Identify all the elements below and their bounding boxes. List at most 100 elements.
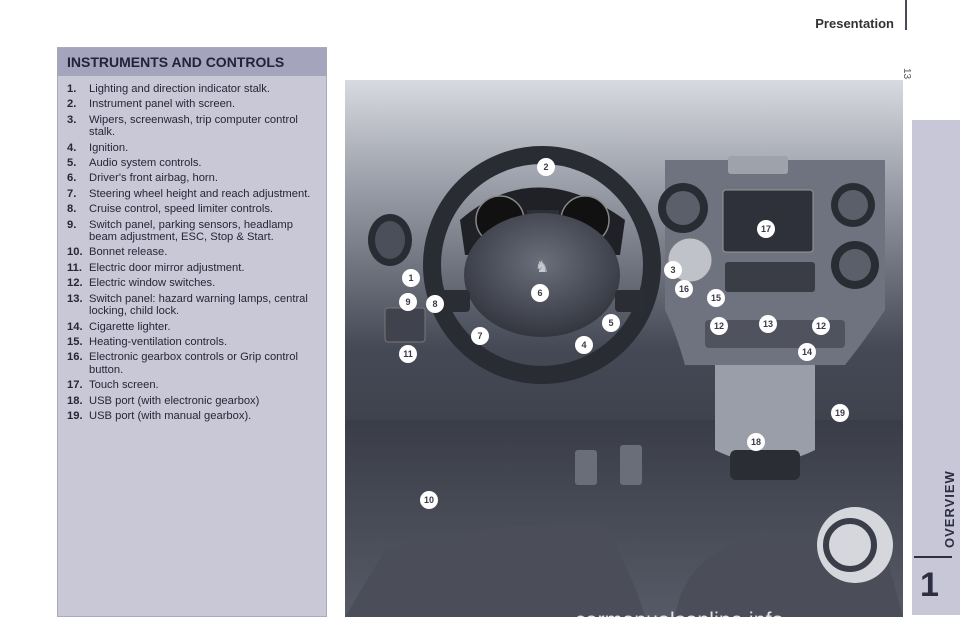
legend-item-text: Touch screen. bbox=[89, 379, 159, 392]
svg-text:19: 19 bbox=[835, 408, 845, 418]
callout-3: 3 bbox=[664, 261, 682, 279]
legend-item-text: Wipers, screenwash, trip computer contro… bbox=[89, 113, 298, 139]
legend-item: 6. Driver's front airbag, horn. bbox=[67, 172, 318, 184]
svg-text:3: 3 bbox=[670, 265, 675, 275]
legend-item: 13. Switch panel: hazard warning lamps, c… bbox=[67, 293, 318, 318]
pedal-left bbox=[575, 450, 597, 485]
legend-item: 15.Heating-ventilation controls. bbox=[67, 336, 318, 348]
legend-item-number: 17. bbox=[67, 379, 83, 392]
legend-item: 12. Electric window switches. bbox=[67, 277, 318, 289]
callout-14: 14 bbox=[798, 343, 816, 361]
header-divider bbox=[905, 0, 907, 30]
legend-item-text: USB port (with electronic gearbox) bbox=[89, 394, 260, 407]
legend-item: 9. Switch panel, parking sensors, headlam… bbox=[67, 219, 318, 244]
callout-4: 4 bbox=[575, 336, 593, 354]
svg-text:13: 13 bbox=[763, 319, 773, 329]
legend-item: 18.USB port (with electronic gearbox) bbox=[67, 395, 318, 407]
legend-item-text: Electric window switches. bbox=[89, 277, 216, 290]
legend-item-text: Steering wheel height and reach adjustme… bbox=[89, 187, 311, 200]
legend-list: 1. Lighting and direction indicator stalk… bbox=[58, 76, 326, 422]
svg-text:4: 4 bbox=[581, 340, 586, 350]
svg-text:16: 16 bbox=[679, 284, 689, 294]
legend-item-number: 3. bbox=[67, 113, 77, 126]
legend-item-number: 14. bbox=[67, 320, 83, 333]
svg-text:14: 14 bbox=[802, 347, 812, 357]
legend-item: 10.Bonnet release. bbox=[67, 246, 318, 258]
callout-6: 6 bbox=[531, 284, 549, 302]
callout-7: 7 bbox=[471, 327, 489, 345]
legend-item: 16. Electronic gearbox controls or Grip c… bbox=[67, 351, 318, 376]
steering-wheel-rim bbox=[423, 146, 661, 384]
top-button-strip bbox=[728, 156, 788, 174]
legend-item-number: 16. bbox=[67, 351, 83, 364]
legend-item-text: Cigarette lighter. bbox=[89, 320, 171, 333]
legend-item-number: 7. bbox=[67, 187, 77, 200]
legend-item-text: Lighting and direction indicator stalk. bbox=[89, 83, 270, 95]
legend-item: 4. Ignition. bbox=[67, 142, 318, 154]
legend-item-text: Switch panel: hazard warning lamps, cent… bbox=[89, 292, 308, 318]
legend-item-text: Electronic gearbox controls or Grip cont… bbox=[89, 351, 298, 376]
callout-12-right: 12 bbox=[812, 317, 830, 335]
svg-text:17: 17 bbox=[761, 224, 771, 234]
brand-logo: ♞ bbox=[535, 257, 549, 276]
callout-15: 15 bbox=[707, 289, 725, 307]
svg-text:10: 10 bbox=[424, 495, 434, 505]
legend-item-number: 8. bbox=[67, 203, 77, 216]
steering-wheel-hub bbox=[464, 213, 620, 337]
panel-heading: INSTRUMENTS AND CONTROLS bbox=[58, 48, 326, 76]
steering-right-controls bbox=[615, 290, 645, 312]
callout-17: 17 bbox=[757, 220, 775, 238]
legend-item-text: Audio system controls. bbox=[89, 157, 202, 170]
callout-19: 19 bbox=[831, 404, 849, 422]
instruments-legend-panel: INSTRUMENTS AND CONTROLS 1. Lighting and … bbox=[57, 47, 327, 617]
chapter-number: 1 bbox=[920, 566, 939, 604]
svg-text:2: 2 bbox=[543, 162, 548, 172]
legend-item-number: 12. bbox=[67, 277, 83, 290]
legend-item-number: 11. bbox=[67, 261, 82, 274]
svg-text:1: 1 bbox=[408, 273, 413, 283]
callout-9: 9 bbox=[399, 293, 417, 311]
svg-text:12: 12 bbox=[714, 321, 724, 331]
legend-item-number: 4. bbox=[67, 141, 77, 154]
callout-12-left: 12 bbox=[710, 317, 728, 335]
legend-item: 19. USB port (with manual gearbox). bbox=[67, 410, 318, 422]
callout-16: 16 bbox=[675, 280, 693, 298]
svg-text:11: 11 bbox=[403, 349, 413, 359]
svg-text:12: 12 bbox=[816, 321, 826, 331]
lower-switch-panel bbox=[705, 320, 845, 348]
callout-2: 2 bbox=[537, 158, 555, 176]
legend-item-number: 13. bbox=[67, 292, 83, 305]
legend-item-text: Instrument panel with screen. bbox=[89, 98, 236, 111]
legend-item-number: 19. bbox=[67, 409, 83, 422]
legend-item-text: Switch panel, parking sensors, headlamp … bbox=[89, 218, 293, 244]
legend-item-number: 6. bbox=[67, 172, 77, 185]
legend-item-number: 1. bbox=[67, 83, 77, 95]
left-switch-panel bbox=[384, 307, 426, 343]
legend-item: 3. Wipers, screenwash, trip computer cont… bbox=[67, 114, 318, 139]
legend-item-text: USB port (with manual gearbox). bbox=[89, 409, 252, 422]
legend-item: 2.Instrument panel with screen. bbox=[67, 98, 318, 110]
svg-text:5: 5 bbox=[608, 318, 613, 328]
legend-item: 8.Cruise control, speed limiter controls… bbox=[67, 203, 318, 215]
legend-item-text: Heating-ventilation controls. bbox=[89, 335, 228, 348]
legend-item: 5.Audio system controls. bbox=[67, 157, 318, 169]
legend-item-text: Electric door mirror adjustment. bbox=[89, 261, 245, 274]
legend-item: 7. Steering wheel height and reach adjust… bbox=[67, 188, 318, 200]
legend-item-number: 9. bbox=[67, 218, 77, 231]
heating-controls bbox=[725, 262, 815, 292]
legend-item: 11. Electric door mirror adjustment. bbox=[67, 262, 318, 274]
page-header-title: Presentation bbox=[815, 16, 894, 31]
svg-text:9: 9 bbox=[405, 297, 410, 307]
legend-item-text: Driver's front airbag, horn. bbox=[89, 172, 218, 185]
callout-8: 8 bbox=[426, 295, 444, 313]
callout-11: 11 bbox=[399, 345, 417, 363]
legend-item: 17. Touch screen. bbox=[67, 379, 318, 391]
svg-text:15: 15 bbox=[711, 293, 721, 303]
steering-left-controls bbox=[440, 290, 470, 312]
usb-storage-tray bbox=[730, 450, 800, 480]
legend-item-text: Ignition. bbox=[89, 141, 129, 154]
lower-console bbox=[715, 365, 815, 463]
driver-seat bbox=[345, 524, 645, 617]
svg-text:18: 18 bbox=[751, 437, 761, 447]
svg-text:8: 8 bbox=[432, 299, 437, 309]
